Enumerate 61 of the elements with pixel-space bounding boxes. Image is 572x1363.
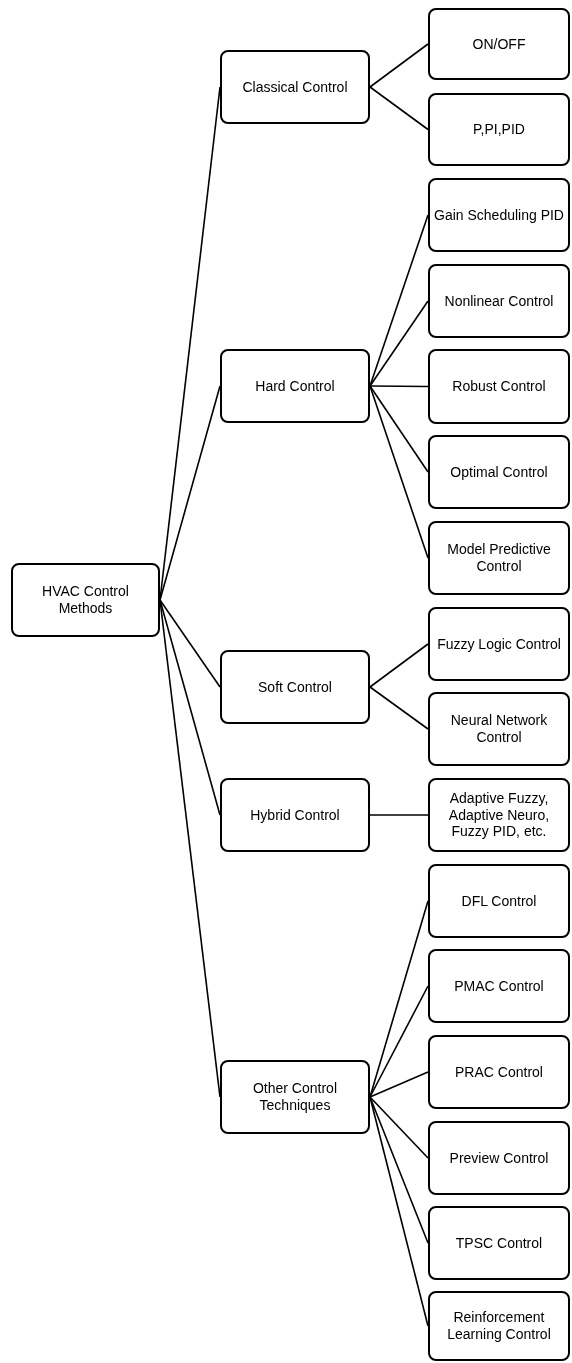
- connector-line: [369, 300, 429, 387]
- connector-line: [369, 1096, 429, 1159]
- connector-line: [369, 1096, 429, 1327]
- node-label: Robust Control: [452, 378, 546, 395]
- node-label: PRAC Control: [455, 1063, 543, 1081]
- connector-line: [369, 385, 429, 473]
- node-label: Neural Network Control: [449, 712, 549, 746]
- node-label: Reinforcement Learning Control: [446, 1309, 552, 1343]
- connector-line: [369, 385, 429, 388]
- process-box: [428, 864, 570, 938]
- node-label: Gain Scheduling PID: [434, 206, 564, 224]
- node-label: Soft Control: [258, 678, 332, 696]
- node-label: Other Control Techniques: [251, 1080, 338, 1114]
- connector-line: [159, 385, 221, 601]
- process-box: [428, 521, 570, 595]
- connector-line: [369, 385, 429, 559]
- connector-line: [369, 985, 429, 1098]
- node-label: DFL Control: [461, 892, 537, 910]
- node-label: Classical Control: [242, 78, 348, 96]
- node-label: P,PI,PID: [473, 121, 525, 138]
- process-box: [428, 264, 570, 338]
- process-box: [428, 1121, 570, 1195]
- node-label: Model Predictive Control: [446, 541, 552, 575]
- connector-line: [369, 214, 429, 387]
- connector-line: [369, 43, 429, 88]
- node-label: Optimal Control: [450, 463, 548, 481]
- process-box: [220, 1060, 370, 1134]
- node-label: Hybrid Control: [250, 806, 340, 824]
- node-label: TPSC Control: [455, 1234, 543, 1252]
- process-box: [428, 1035, 570, 1109]
- connector-line: [369, 1096, 429, 1244]
- node-label: Hard Control: [255, 377, 335, 395]
- node-label: ON/OFF: [472, 35, 526, 53]
- process-box: [220, 778, 370, 852]
- connector-line: [159, 599, 221, 688]
- connector-line: [369, 86, 429, 131]
- node-label: PMAC Control: [454, 977, 544, 995]
- process-box: [428, 1206, 570, 1280]
- process-box: [428, 178, 570, 252]
- process-box: [220, 650, 370, 724]
- node-label: Preview Control: [449, 1149, 549, 1167]
- node-label: Fuzzy Logic Control: [437, 635, 561, 653]
- connector-line: [369, 643, 429, 688]
- process-box: [11, 563, 160, 637]
- process-box: [220, 50, 370, 124]
- process-box: [428, 949, 570, 1023]
- process-box: [428, 692, 570, 766]
- process-box: [428, 349, 570, 424]
- connector-line: [369, 1071, 429, 1098]
- process-box: [428, 1291, 570, 1361]
- process-box: [428, 607, 570, 681]
- process-box: [428, 435, 570, 509]
- node-label: Nonlinear Control: [444, 292, 554, 310]
- connector-line: [369, 814, 429, 816]
- process-box: [428, 8, 570, 80]
- process-box: [428, 778, 570, 852]
- node-label: Adaptive Fuzzy, Adaptive Neuro, Fuzzy PID, etc.: [447, 789, 551, 841]
- node-label: HVAC Control Methods: [41, 583, 130, 617]
- connector-line: [369, 686, 429, 730]
- process-box: [220, 349, 370, 423]
- process-box: [428, 93, 570, 166]
